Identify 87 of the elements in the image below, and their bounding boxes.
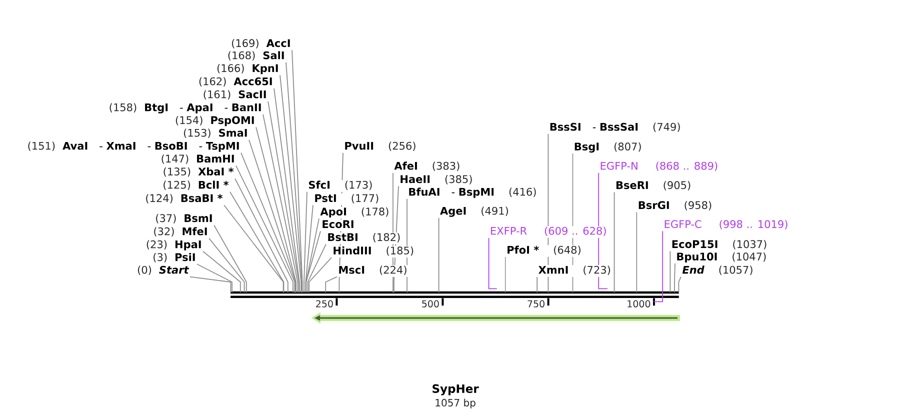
site-label: (154) PspOMI: [176, 116, 254, 126]
site-label: End (1057): [682, 266, 752, 276]
site-label: (162) Acc65I: [199, 77, 272, 87]
leader-line: [438, 217, 440, 293]
leader-line: [536, 276, 538, 293]
leader-line: [190, 276, 232, 293]
leader-line: [548, 133, 549, 293]
site-label: (147) BamHI: [162, 154, 234, 164]
leader-line: [224, 204, 284, 293]
leader-line: [614, 192, 615, 293]
leader-line: [286, 62, 302, 293]
site-label: HaeII (385): [400, 174, 472, 184]
site-label: EcoRI: [322, 220, 354, 228]
tick-label: 1000: [628, 300, 650, 308]
site-label: AgeI (491): [440, 206, 508, 217]
leader-line: [406, 198, 408, 293]
site-label: (161) SacII: [204, 90, 266, 100]
site-label: XmnI (723): [538, 266, 610, 276]
leader-line: [292, 50, 303, 293]
site-label: (3) PsiI: [154, 252, 195, 262]
site-label: (124) BsaBI *: [146, 194, 223, 204]
leader-line: [268, 100, 300, 293]
site-label: (37) BsmI: [156, 214, 212, 224]
site-label: BsgI (807): [574, 142, 641, 153]
site-label: HindIII (185): [334, 246, 414, 256]
dna-backbone: [230, 291, 679, 298]
leader-line: [208, 238, 245, 293]
leader-line: [504, 256, 506, 293]
primer-label: EXFP-R (609 .. 628): [491, 226, 606, 236]
site-label: ApoI (178): [320, 207, 388, 218]
site-label: (32) MfeI: [154, 227, 207, 237]
leader-line: [325, 276, 338, 293]
leader-line: [678, 276, 682, 293]
site-label: PfoI * (648): [508, 246, 580, 256]
leader-line: [234, 178, 288, 293]
leader-line: [202, 250, 241, 293]
site-label: PvuII (256): [345, 142, 416, 152]
leader-line: [392, 172, 394, 293]
site-label: BfuAI - BspMI (416): [409, 188, 536, 198]
site-label: BseRI (905): [616, 180, 690, 190]
site-label: MscI (224): [339, 266, 406, 276]
leader-line: [636, 212, 638, 293]
leader-line: [196, 264, 232, 293]
site-label: (23) HpaI: [146, 240, 201, 250]
leader-line: [572, 153, 574, 293]
leader-line: [306, 230, 321, 293]
site-label: BssSI - BssSaI (749): [550, 122, 680, 132]
site-label: (158) BtgI - ApaI - BanII: [110, 103, 261, 114]
leader-line: [274, 88, 300, 293]
primer-line: [653, 230, 664, 302]
leader-line: [214, 224, 247, 293]
site-label: (0) Start: [138, 266, 190, 276]
site-label: BsrGI (958): [638, 200, 712, 210]
leader-line: [308, 257, 332, 293]
site-label: (168) SalI: [228, 51, 284, 61]
site-label: BstBI (182): [328, 232, 400, 242]
site-label: (125) BclI *: [164, 180, 229, 190]
title: SypHer: [432, 384, 479, 396]
site-label: (153) SmaI: [184, 128, 247, 138]
leader-line: [280, 74, 302, 293]
leader-line: [674, 263, 676, 293]
leader-line: [670, 250, 671, 293]
primer-line: [598, 172, 608, 290]
leader-line: [256, 126, 296, 293]
primer-label: EGFP-C (998 .. 1019): [664, 220, 788, 230]
site-label: (166) KpnI: [217, 64, 278, 74]
primer-line: [488, 237, 498, 290]
site-label: Bpu10I (1047): [677, 252, 766, 263]
caption: 1057 bp: [436, 398, 476, 408]
site-label: (135) XbaI *: [164, 167, 234, 177]
leader-line: [262, 114, 298, 293]
tick-label: 500: [422, 300, 439, 308]
site-label: (169) AccI: [232, 38, 290, 48]
leader-line: [304, 191, 308, 293]
tick-label: 750: [528, 300, 544, 308]
leader-line: [236, 165, 294, 293]
site-label: PstI (177): [315, 194, 378, 204]
leader-line: [248, 139, 296, 293]
site-label: (151) AvaI - XmaI - BsoBI - TspMI: [28, 142, 239, 152]
leader-line: [307, 244, 326, 293]
leader-line: [393, 186, 399, 293]
primer-label: EGFP-N (868 .. 889): [600, 162, 718, 172]
leader-line: [338, 152, 344, 293]
site-label: SfcI (173): [308, 180, 372, 190]
leader-line: [240, 152, 296, 293]
site-label: AfeI (383): [394, 162, 460, 172]
site-label: EcoP15I (1037): [672, 240, 766, 250]
